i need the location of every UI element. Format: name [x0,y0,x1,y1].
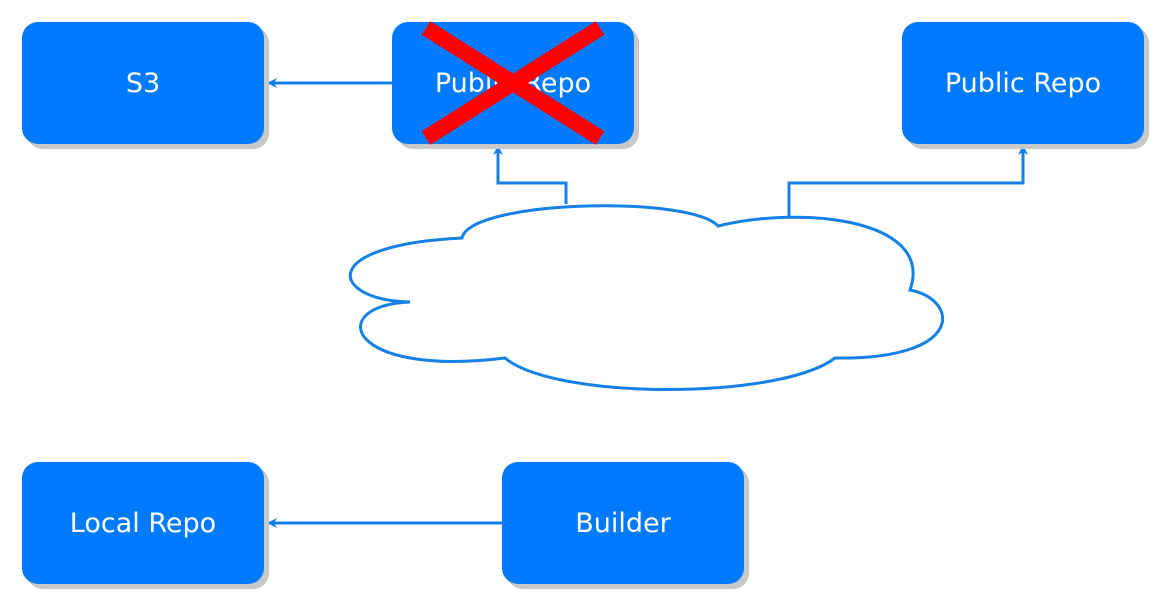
internet-cloud [348,204,945,391]
node-local-repo-label: Local Repo [69,507,217,539]
node-s3[interactable]: S3 [22,22,264,144]
node-public-repo[interactable]: Public Repo [902,22,1144,144]
node-s3-label: S3 [125,67,161,99]
edge-cloud-to-public-repo [787,145,1028,218]
node-public-repo-blocked[interactable]: Public Repo [392,22,634,144]
node-builder-label: Builder [575,507,671,539]
node-builder[interactable]: Builder [502,462,744,584]
edge-cloud-to-blocked-public-repo [493,145,568,204]
node-public-repo-blocked-label: Public Repo [434,67,592,99]
node-local-repo[interactable]: Local Repo [22,462,264,584]
node-public-repo-label: Public Repo [944,67,1102,99]
